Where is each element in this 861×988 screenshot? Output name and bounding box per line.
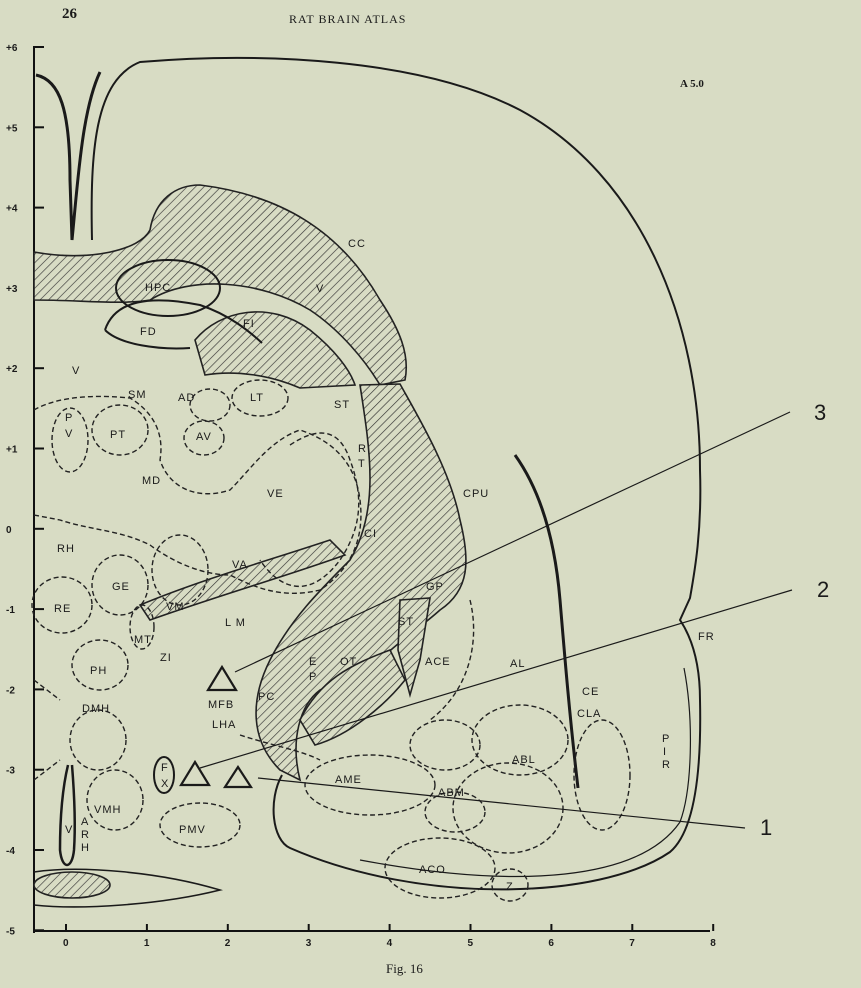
y-tick-label: -2: [6, 685, 15, 696]
label-mfb: MFB: [208, 699, 234, 711]
label-v-vent: V: [65, 824, 73, 836]
optic-chiasm: [34, 872, 110, 898]
label-pir-r: R: [662, 759, 671, 771]
label-v-upper: V: [316, 283, 324, 295]
y-tick-label: -1: [6, 605, 15, 616]
label-re: RE: [54, 603, 71, 615]
y-tick-label: -4: [6, 846, 15, 857]
label-ci: CI: [364, 528, 377, 540]
cortex-inner-line: [360, 668, 690, 876]
y-tick-label: +4: [6, 204, 18, 215]
label-ace: ACE: [425, 656, 451, 668]
y-tick-label: +2: [6, 364, 18, 375]
x-tick-label: 0: [63, 938, 69, 949]
label-z: Z: [506, 881, 514, 893]
label-vmh: VMH: [94, 804, 121, 816]
label-r: R: [358, 443, 367, 455]
label-ad: AD: [178, 392, 195, 404]
track-label-2: 2: [817, 577, 829, 602]
label-abm: ABM: [438, 787, 465, 799]
label-ame: AME: [335, 774, 362, 786]
y-tick-label: +1: [6, 445, 18, 456]
label-st-upper: ST: [334, 399, 350, 411]
label-zi: ZI: [160, 652, 172, 664]
label-rh: RH: [57, 543, 75, 555]
electrode-marker-triangle-3: [208, 667, 236, 690]
label-sm: SM: [128, 389, 147, 401]
x-tick-label: 3: [306, 938, 312, 949]
label-ve: VE: [267, 488, 284, 500]
label-pc: PC: [258, 691, 275, 703]
label-t: T: [358, 458, 366, 470]
label-lha: LHA: [212, 719, 236, 731]
label-ge: GE: [112, 581, 130, 593]
label-cpu: CPU: [463, 488, 489, 500]
label-ph: PH: [90, 665, 107, 677]
label-aco: ACO: [419, 864, 446, 876]
label-abl: ABL: [512, 754, 536, 766]
label-ce: CE: [582, 686, 599, 698]
electrode-marker-triangle-2: [181, 762, 209, 785]
x-tick-label: 8: [710, 938, 716, 949]
third-ventricle: [60, 765, 75, 865]
x-tick-label: 2: [225, 938, 231, 949]
label-cla: CLA: [577, 708, 601, 720]
label-ot: OT: [340, 656, 357, 668]
track-label-1: 1: [760, 815, 772, 840]
label-v-small: V: [65, 428, 73, 440]
label-arh-h: H: [81, 842, 90, 854]
label-fd: FD: [140, 326, 157, 338]
label-p: P: [65, 412, 73, 424]
label-md: MD: [142, 475, 161, 487]
label-arh-r: R: [81, 829, 90, 841]
label-lt: LT: [250, 392, 264, 404]
label-st-lower: ST: [398, 616, 414, 628]
y-tick-label: -5: [6, 926, 15, 937]
label-lm: L M: [225, 617, 246, 629]
label-vm: VM: [166, 601, 185, 613]
label-dmh: DMH: [82, 703, 110, 715]
label-va: VA: [232, 559, 248, 571]
label-cc: CC: [348, 238, 366, 250]
label-pir-p: P: [662, 733, 670, 745]
label-fr: FR: [698, 631, 715, 643]
label-hpc: HPC: [145, 282, 171, 294]
y-tick-label: -3: [6, 766, 15, 777]
midline-fissure: [36, 72, 100, 240]
y-tick-label: 0: [6, 525, 12, 536]
label-x: X: [161, 778, 169, 790]
y-tick-label: +3: [6, 284, 18, 295]
label-f: F: [161, 762, 169, 774]
electrode-marker-triangle-1: [225, 767, 251, 787]
label-al: AL: [510, 658, 525, 670]
y-axis: +6 +5 +4 +3 +2 +1 0 -1 -2 -3 -4 -5: [6, 43, 44, 937]
x-tick-label: 4: [387, 938, 393, 949]
x-tick-label: 7: [629, 938, 635, 949]
y-tick-label: +5: [6, 123, 18, 134]
label-pt: PT: [110, 429, 126, 441]
x-axis: 0 1 2 3 4 5 6 7 8: [34, 924, 716, 949]
x-tick-label: 1: [144, 938, 150, 949]
label-arh-a: A: [81, 816, 89, 828]
label-mt: MT: [134, 634, 152, 646]
y-tick-label: +6: [6, 43, 18, 54]
label-fi: FI: [243, 318, 255, 330]
label-v-mid: V: [72, 365, 80, 377]
label-av: AV: [196, 431, 212, 443]
label-e: E: [309, 656, 317, 668]
label-ep-p: P: [309, 671, 317, 683]
x-tick-label: 5: [468, 938, 474, 949]
x-tick-label: 6: [548, 938, 554, 949]
label-pir-i: I: [663, 746, 667, 758]
label-pmv: PMV: [179, 824, 206, 836]
track-label-3: 3: [814, 400, 826, 425]
label-gp: GP: [426, 581, 444, 593]
